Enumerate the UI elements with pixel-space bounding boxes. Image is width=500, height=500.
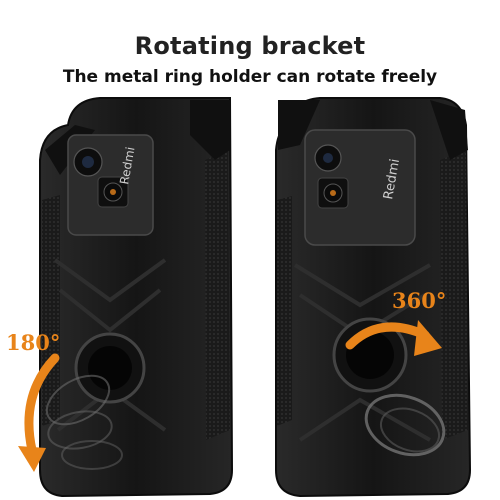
subheadline: The metal ring holder can rotate freely (62, 67, 438, 87)
headline: Rotating bracket (134, 32, 366, 60)
left-phone-brand-text: Redmi (117, 146, 137, 186)
right-arrow-head (414, 320, 442, 356)
left-arrow-head (18, 446, 46, 472)
right-rotation-arrow (345, 322, 430, 350)
left-rotation-arrow (24, 353, 60, 455)
left-rotation-label: 180° (6, 330, 61, 355)
right-rotation-label: 360° (392, 288, 447, 313)
right-phone-brand-text: Redmi (381, 158, 403, 201)
